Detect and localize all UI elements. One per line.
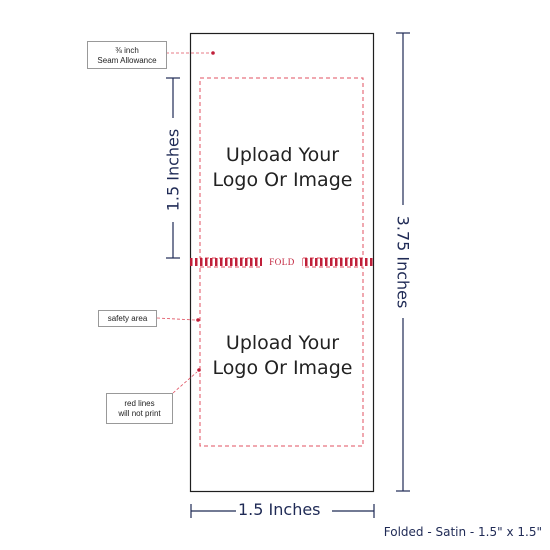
upload-area-top[interactable]: Upload Your Logo Or Image (190, 143, 375, 193)
safety-leader (156, 317, 196, 321)
safety-area-bottom (199, 266, 364, 447)
safety-area-callout: safety area (98, 310, 157, 327)
seam-allowance-callout: ⅜ inch Seam Allowance (87, 41, 167, 69)
safety-callout-line1: safety area (107, 314, 148, 323)
seam-marker (211, 51, 215, 55)
red-lines-callout-line1: red lines (124, 399, 155, 408)
left-dim-label: 1.5 Inches (164, 129, 183, 212)
bottom-dim-label: 1.5 Inches (238, 500, 321, 519)
upload-bottom-line2: Logo Or Image (212, 357, 353, 379)
seam-callout-line1: ⅜ inch (115, 46, 139, 55)
upload-area-bottom[interactable]: Upload Your Logo Or Image (190, 331, 375, 381)
upload-bottom-line1: Upload Your (225, 332, 340, 354)
safety-marker (196, 318, 200, 322)
upload-top-line1: Upload Your (225, 144, 340, 166)
product-title: Folded - Satin - 1.5" x 1.5" (383, 525, 542, 539)
right-dim-label: 3.75 Inches (394, 216, 413, 309)
red-lines-leader (172, 371, 198, 394)
red-lines-marker (197, 368, 201, 372)
seam-callout-line2: Seam Allowance (97, 56, 157, 65)
fold-label: FOLD (262, 256, 302, 268)
safety-area-top (199, 77, 364, 259)
upload-top-line2: Logo Or Image (212, 169, 353, 191)
red-lines-callout-line2: will not print (118, 409, 161, 418)
red-lines-callout: red lines will not print (106, 393, 173, 424)
